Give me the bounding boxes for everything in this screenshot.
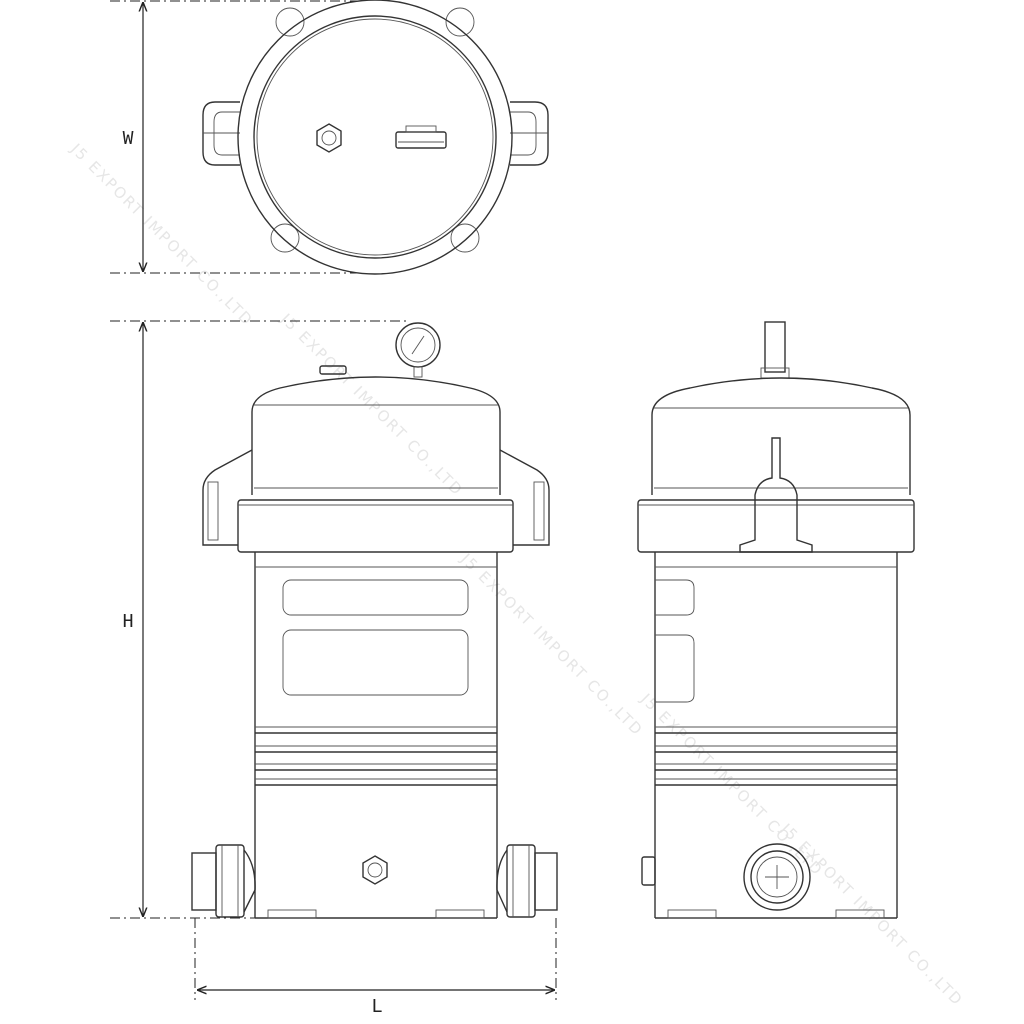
vent-knob-icon xyxy=(316,123,342,153)
dimension-h: H xyxy=(110,320,410,919)
watermark-text: J5 EXPORT IMPORT CO.,LTD xyxy=(66,139,256,329)
height-label: H xyxy=(123,611,134,632)
port-icon xyxy=(743,843,811,911)
front-view xyxy=(191,322,558,919)
outlet-port xyxy=(496,844,558,918)
gauge-mount xyxy=(395,131,447,149)
ribs xyxy=(255,726,497,786)
label-panel xyxy=(282,579,469,616)
length-label: L xyxy=(372,996,383,1017)
label-panel xyxy=(282,629,469,696)
watermark-text: J5 EXPORT IMPORT CO.,LTD xyxy=(456,549,646,739)
watermark-text: J5 EXPORT IMPORT CO.,LTD xyxy=(776,819,966,1009)
top-view xyxy=(202,0,549,275)
drain-knob-icon xyxy=(641,856,656,886)
side-view xyxy=(637,321,915,919)
width-label: W xyxy=(123,128,134,149)
inlet-port xyxy=(191,844,256,918)
drain-knob-icon xyxy=(362,855,388,885)
dimension-l: L xyxy=(194,918,557,1017)
dimension-w: W xyxy=(110,0,360,274)
watermark: J5 EXPORT IMPORT CO.,LTD J5 EXPORT IMPOR… xyxy=(66,139,966,1009)
